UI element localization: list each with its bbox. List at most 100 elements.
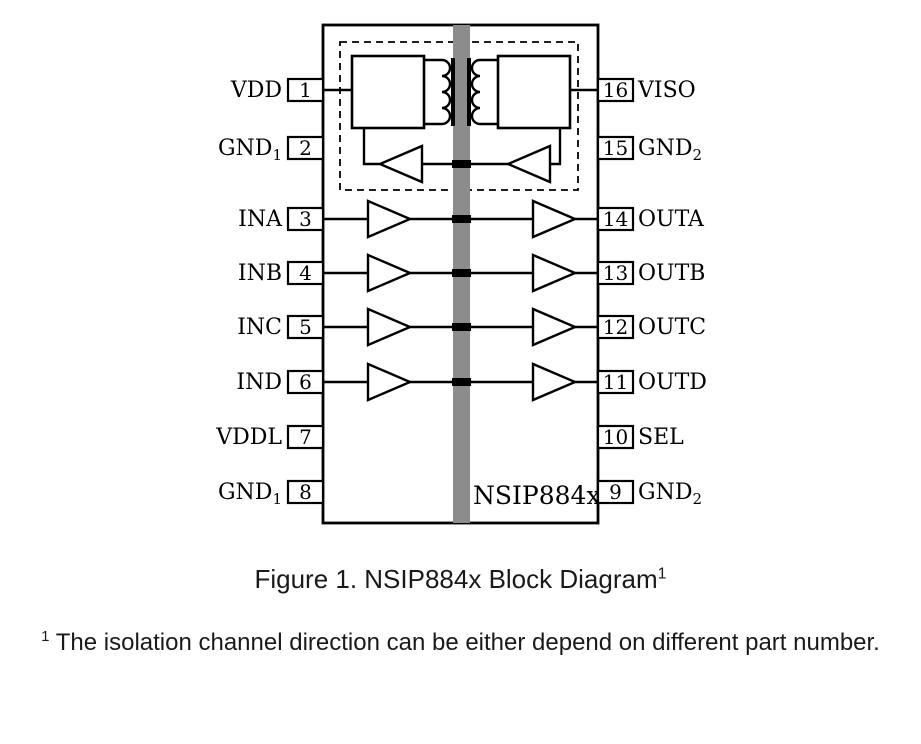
pin-11: 11 OUTD — [596, 369, 707, 395]
pin-3-number: 3 — [299, 207, 312, 231]
pin-12-box — [596, 314, 635, 340]
pin-label-text: VISO — [637, 78, 696, 103]
pin-7-label: VDDL — [215, 425, 282, 450]
pin-6-label: IND — [236, 370, 282, 395]
pin-14-box — [596, 206, 635, 232]
pin-label-text: GND — [638, 136, 692, 161]
pin-6: 6 IND — [236, 369, 325, 395]
pin-1-number: 1 — [299, 78, 312, 102]
pin-label-text: GND — [638, 480, 692, 505]
pin-label-text: OUTB — [638, 261, 705, 286]
power-buffer-right — [504, 144, 552, 184]
pin-9-number: 9 — [609, 480, 622, 504]
power-feedback — [362, 129, 562, 184]
barrier-cross-mark — [452, 269, 471, 277]
pin-10-number: 10 — [603, 425, 628, 449]
isolation-transformer — [350, 54, 572, 130]
channel-c-input-buffer — [366, 307, 414, 347]
power-buffer-left — [376, 144, 424, 184]
wire-feedback-right — [550, 129, 562, 166]
pin-2-box — [286, 135, 325, 161]
pin-label-text: VDD — [230, 78, 282, 103]
pin-12-number: 12 — [603, 315, 628, 339]
pin-5-label: INC — [237, 315, 282, 340]
channel-b-input-buffer — [366, 253, 414, 293]
barrier-coupling-mark — [467, 58, 471, 126]
pin-3: 3 INA — [238, 206, 325, 232]
pin-5-box — [286, 314, 325, 340]
figure-footnote: 1 The isolation channel direction can be… — [19, 625, 903, 661]
channel-d-input-buffer — [366, 362, 414, 402]
pin-8-label: GND1 — [218, 480, 282, 508]
pin-label-text: OUTA — [638, 207, 705, 232]
pin-label-text: INB — [238, 261, 282, 286]
pin-label-text: VDDL — [215, 425, 282, 450]
pin-13-box — [596, 260, 635, 286]
pin-2-number: 2 — [299, 136, 312, 160]
pin-12: 12 OUTC — [596, 314, 706, 340]
pin-10: 10 SEL — [596, 424, 684, 450]
pin-2: 2 GND1 — [218, 135, 325, 164]
pin-label-text: GND — [218, 480, 272, 505]
pin-label-text: INA — [238, 207, 283, 232]
channel-b-output-buffer — [531, 253, 579, 293]
pin-label-text: GND — [218, 136, 272, 161]
pin-11-box — [596, 369, 635, 395]
transformer-primary-block — [350, 54, 426, 130]
channel-d-output-buffer — [531, 362, 579, 402]
pin-6-box — [286, 369, 325, 395]
barrier-cross-mark — [452, 378, 471, 386]
barrier-coupling-mark — [451, 58, 455, 126]
pin-4-box — [286, 260, 325, 286]
footnote-text: The isolation channel direction can be e… — [55, 629, 880, 656]
caption-footnote-ref: 1 — [657, 565, 667, 583]
channel-a-input-buffer — [366, 199, 414, 239]
pin-5: 5 INC — [237, 314, 325, 340]
barrier-cross-mark — [452, 160, 471, 168]
pin-4-number: 4 — [299, 261, 312, 285]
pin-15-label: GND2 — [638, 136, 702, 164]
pin-1: 1 VDD — [230, 77, 325, 103]
barrier-cross-mark — [452, 323, 471, 331]
pin-label-text: OUTC — [638, 315, 706, 340]
pin-2-label: GND1 — [218, 136, 282, 164]
pin-14-number: 14 — [603, 207, 628, 231]
pin-label-text: INC — [237, 315, 282, 340]
pin-9-label: GND2 — [638, 480, 702, 508]
pin-16: 16 VISO — [596, 77, 696, 103]
pin-3-box — [286, 206, 325, 232]
footnote-marker: 1 — [41, 628, 50, 645]
pin-5-number: 5 — [299, 315, 312, 339]
transformer-primary-coil — [441, 58, 452, 126]
pin-7: 7 VDDL — [215, 424, 325, 450]
pin-16-box — [596, 77, 635, 103]
pin-8: 8 GND1 — [218, 479, 325, 508]
pin-4-label: INB — [238, 261, 282, 286]
pin-label-text: IND — [236, 370, 282, 395]
pin-11-number: 11 — [603, 370, 628, 394]
pin-16-number: 16 — [603, 78, 628, 102]
pin-6-number: 6 — [299, 370, 312, 394]
channel-c-output-buffer — [531, 307, 579, 347]
pin-label-subscript: 2 — [692, 146, 702, 164]
pin-label-text: SEL — [638, 425, 684, 450]
pin-label-subscript: 1 — [272, 146, 282, 164]
pin-14: 14 OUTA — [596, 206, 705, 232]
pin-10-box — [596, 424, 635, 450]
figure-caption: Figure 1. NSIP884x Block Diagram1 — [0, 564, 921, 595]
transformer-secondary-block — [496, 54, 572, 130]
pin-15-box — [596, 135, 635, 161]
channel-d — [322, 362, 599, 402]
pin-9-box — [596, 479, 635, 505]
pin-label-subscript: 2 — [692, 490, 702, 508]
pin-13-label: OUTB — [638, 261, 705, 286]
pin-16-label: VISO — [637, 78, 696, 103]
wire-feedback-left — [362, 129, 380, 166]
figure-diagram: NSIP884x 1 VDD 2 GND1 3 INA 4 INB 5 INC … — [215, 23, 707, 525]
chip-name: NSIP884x — [473, 481, 601, 510]
pin-9: 9 GND2 — [596, 479, 702, 508]
pin-1-box — [286, 77, 325, 103]
pin-1-label: VDD — [230, 78, 282, 103]
pin-4: 4 INB — [238, 260, 325, 286]
transformer-secondary-coil — [470, 58, 481, 126]
